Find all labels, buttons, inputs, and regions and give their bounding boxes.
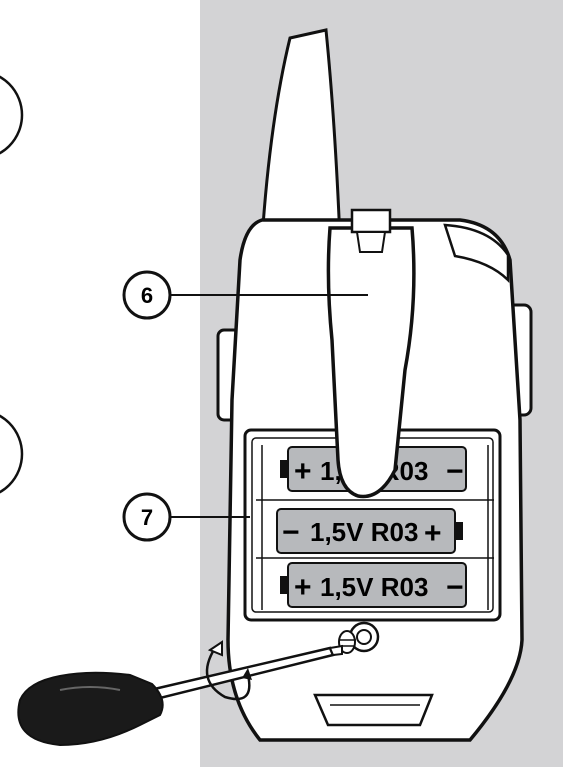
battery-3: + − 1,5V R03 (280, 562, 467, 608)
rotate-arrow-icon (205, 640, 252, 701)
battery-2: − + 1,5V R03 (276, 508, 463, 554)
screwdriver-icon (17, 644, 343, 747)
battery-1-right-sign: − (446, 455, 464, 488)
belt-clip-top (350, 208, 392, 234)
callout-7-label: 7 (141, 505, 153, 530)
offscreen-callout-circle-top (0, 75, 24, 155)
battery-1-left-sign: + (294, 455, 312, 488)
offscreen-callout-circle-bottom (0, 414, 24, 494)
battery-contacts (256, 445, 494, 610)
callout-6: 6 (122, 270, 368, 320)
battery-3-label: 1,5V R03 (320, 572, 428, 602)
battery-3-left-sign: + (294, 571, 312, 604)
bottom-slot (313, 693, 434, 727)
battery-2-left-sign: − (282, 516, 300, 549)
top-right-bumper (443, 223, 510, 284)
callout-6-label: 6 (141, 283, 153, 308)
battery-3-right-sign: − (446, 571, 464, 604)
battery-2-label: 1,5V R03 (310, 517, 418, 547)
battery-2-right-sign: + (424, 517, 442, 550)
callout-7: 7 (122, 492, 250, 542)
belt-clip-hinge (355, 231, 387, 253)
